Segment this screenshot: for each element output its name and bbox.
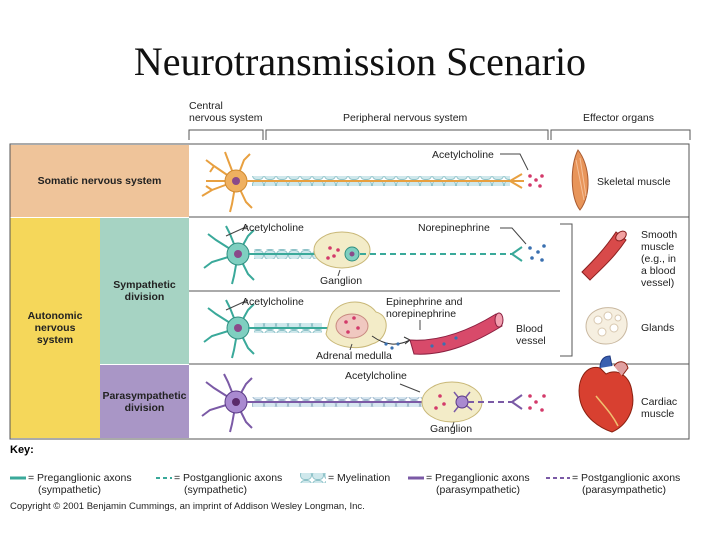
key-item-pre-para-line2: (parasympathetic): [436, 484, 521, 496]
organ-smooth-line4: a blood: [641, 265, 676, 277]
header-brackets: [188, 129, 691, 140]
organ-smooth-line3: (e.g., in: [641, 253, 677, 265]
adrenal-preganglionic-neuron: [203, 299, 336, 359]
slide-title: Neurotransmission Scenario: [133, 39, 587, 84]
key-item-post-para-line1: = Postganglionic axons: [572, 472, 681, 484]
adrenal-medulla: [325, 301, 387, 351]
sympathetic-postganglionic-axon: [360, 227, 546, 262]
skeletal-muscle-icon: [571, 149, 589, 211]
header-effector: Effector organs: [583, 112, 655, 124]
somatic-region: Somatic nervous system: [10, 145, 189, 217]
label-epi-line2: norepinephrine: [386, 308, 457, 320]
organ-cardiac-label: Cardiac muscle: [641, 396, 677, 420]
organ-smooth-label: Smooth muscle (e.g., in a blood vessel): [641, 229, 677, 289]
organ-cardiac-line1: Cardiac: [641, 396, 678, 408]
key-swatches: [10, 473, 570, 483]
key-item-pre-para-line1: = Preganglionic axons: [426, 472, 530, 484]
label-ach-para: Acetylcholine: [345, 370, 407, 382]
label-blood-vessel-line2: vessel: [516, 335, 546, 347]
sympathetic-ganglion: [313, 231, 371, 277]
key-item-post-para: = Postganglionic axons (parasympathetic): [572, 472, 680, 496]
sympathetic-label-2: division: [124, 291, 165, 303]
parasympathetic-label-1: Parasympathetic: [102, 389, 187, 402]
key-title: Key:: [10, 444, 34, 456]
organ-smooth-line1: Smooth: [641, 229, 678, 241]
key-item-pre-symp-line2: (sympathetic): [38, 484, 102, 496]
key-item-myelin-line1: = Myelination: [328, 472, 391, 484]
key-item-post-para-line2: (parasympathetic): [582, 484, 667, 496]
blood-vessel-smooth-muscle-icon: [581, 230, 627, 281]
copyright: Copyright © 2001 Benjamin Cummings, an i…: [10, 501, 365, 512]
label-epi: Epinephrine and norepinephrine: [386, 296, 462, 320]
label-ganglion-symp: Ganglion: [320, 275, 363, 287]
heart-icon: [578, 355, 634, 433]
label-ganglion-para: Ganglion: [430, 423, 473, 435]
label-ach-symp: Acetylcholine: [242, 222, 304, 234]
autonomic-label-3: system: [36, 334, 74, 346]
parasympathetic-label-2: division: [124, 401, 165, 414]
label-blood-vessel: Blood vessel: [516, 323, 546, 347]
sympathetic-label-1: Sympathetic: [113, 279, 176, 291]
key-item-pre-symp-line1: = Preganglionic axons: [28, 472, 132, 484]
adrenal-hormone-release: [371, 320, 421, 350]
parasympathetic-postganglionic-axon: [468, 394, 546, 412]
header-cns: Central nervous system: [189, 100, 263, 124]
key-item-pre-symp: = Preganglionic axons (sympathetic): [28, 472, 132, 496]
header-cns-line2: nervous system: [189, 112, 263, 124]
header-pns: Peripheral nervous system: [343, 112, 468, 124]
header-cns-line1: Central: [189, 100, 223, 112]
somatic-label: Somatic nervous system: [37, 175, 162, 187]
label-norepi: Norepinephrine: [418, 222, 490, 234]
key-item-post-symp: = Postganglionic axons (sympathetic): [174, 472, 282, 496]
key-item-pre-para: = Preganglionic axons (parasympathetic): [426, 472, 530, 496]
organ-smooth-line2: muscle: [641, 241, 675, 253]
key-item-post-symp-line2: (sympathetic): [184, 484, 248, 496]
parasympathetic-ganglion: [421, 381, 483, 429]
label-adrenal: Adrenal medulla: [316, 350, 392, 362]
label-ach-adrenal: Acetylcholine: [242, 296, 304, 308]
label-epi-line1: Epinephrine and: [386, 296, 463, 308]
key-item-myelin: = Myelination: [328, 472, 390, 484]
blood-vessel-icon: [409, 312, 504, 355]
organ-cardiac-line2: muscle: [641, 408, 675, 420]
key-swatch-myelin: [300, 473, 326, 483]
organ-glands-label: Glands: [641, 322, 675, 334]
autonomic-label-1: Autonomic: [27, 310, 83, 322]
somatic-neuron: [201, 151, 544, 213]
organ-skeletal-label: Skeletal muscle: [597, 176, 671, 188]
label-blood-vessel-line1: Blood: [516, 323, 543, 335]
organ-smooth-line5: vessel): [641, 277, 675, 289]
sympathetic-region: Sympathetic division: [100, 218, 189, 364]
autonomic-label-2: nervous: [34, 322, 76, 334]
autonomic-region: Autonomic nervous system: [10, 218, 100, 438]
parasympathetic-region: Parasympathetic division: [100, 365, 189, 438]
key-item-post-symp-line1: = Postganglionic axons: [174, 472, 283, 484]
label-ach-somatic: Acetylcholine: [432, 149, 494, 161]
glands-icon: [585, 307, 628, 345]
parasympathetic-preganglionic-neuron: [201, 373, 436, 433]
